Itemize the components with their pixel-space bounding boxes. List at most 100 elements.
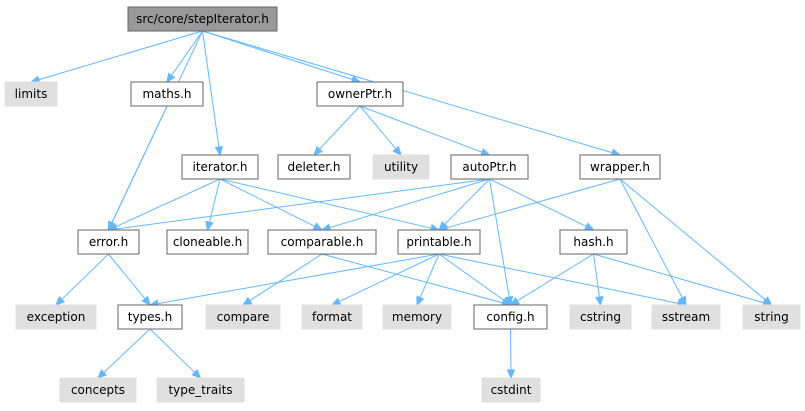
edge-hash-to-config [509, 253, 594, 306]
edge-root-to-limits [29, 30, 203, 84]
node-wrapper-h[interactable]: wrapper.h [579, 154, 661, 180]
node-config-h[interactable]: config.h [473, 304, 548, 330]
node-label: hash.h [573, 235, 613, 249]
node-error-h[interactable]: error.h [77, 229, 140, 255]
edge-line [419, 253, 440, 298]
edge-root-to-wrapper [202, 30, 622, 157]
node-iterator-h[interactable]: iterator.h [181, 154, 259, 180]
edge-line [219, 178, 432, 229]
arrowhead-icon [595, 295, 604, 307]
node-string: string [742, 304, 801, 330]
node-label: cstdint [491, 383, 532, 397]
node-label: string [754, 310, 788, 324]
node-hash-h[interactable]: hash.h [559, 229, 628, 255]
node-label: types.h [128, 310, 172, 324]
node-label: sstream [662, 310, 710, 324]
edge-root-to-ownerptr [202, 30, 362, 84]
edge-line [489, 178, 510, 298]
node-comparable-h[interactable]: comparable.h [267, 229, 377, 255]
edge-error-to-exception [55, 253, 109, 306]
edge-line [619, 178, 766, 301]
edge-config-to-cstdint [506, 328, 516, 380]
edge-line [208, 178, 221, 223]
node-label: cloneable.h [173, 235, 242, 249]
node-label: format [312, 310, 352, 324]
node-sstream: sstream [651, 304, 721, 330]
edge-printable-to-types [148, 253, 440, 308]
arrowhead-icon [97, 369, 108, 379]
edge-line [115, 178, 221, 228]
edge-line [319, 105, 361, 150]
node-label: error.h [89, 235, 128, 249]
edge-line [329, 178, 490, 229]
node-label: cstring [580, 310, 621, 324]
node-ownerptr-h[interactable]: ownerPtr.h [316, 81, 404, 107]
node-cloneable-h[interactable]: cloneable.h [166, 229, 249, 255]
edge-iterator-to-cloneable [205, 178, 221, 232]
edge-line [438, 253, 505, 301]
edge-line [517, 253, 594, 302]
node-types-h[interactable]: types.h [117, 304, 183, 330]
edge-line [157, 253, 440, 305]
edge-comparable-to-config [321, 253, 512, 307]
edge-types-to-concepts [97, 328, 151, 379]
edge-autoptr-to-config [489, 178, 514, 307]
edge-line [116, 178, 490, 230]
edge-ownerptr-to-deleter [313, 105, 361, 156]
edge-line [249, 253, 323, 302]
arrowhead-icon [506, 369, 516, 380]
edge-line [202, 30, 613, 154]
node-label: autoPtr.h [462, 160, 516, 174]
arrowhead-icon [480, 148, 491, 156]
node-label: type_traits [168, 383, 232, 397]
edge-line [619, 178, 683, 299]
node-maths-h[interactable]: maths.h [130, 81, 204, 107]
edge-printable-to-config [438, 253, 512, 306]
edge-error-to-types [108, 253, 151, 306]
node-exception: exception [15, 304, 97, 330]
node-label: limits [15, 87, 48, 101]
node-label: exception [27, 310, 86, 324]
edge-ownerptr-to-autoptr [359, 105, 491, 156]
edge-printable-to-format [330, 253, 440, 306]
node-format: format [301, 304, 363, 330]
node-label: concepts [71, 383, 125, 397]
node-label: compare [217, 310, 270, 324]
node-label: memory [392, 310, 442, 324]
node-cstring: cstring [569, 304, 632, 330]
edge-line [202, 30, 353, 81]
edge-line [108, 253, 146, 300]
node-autoptr-h[interactable]: autoPtr.h [450, 154, 529, 180]
edge-comparable-to-compare [241, 253, 323, 306]
edge-wrapper-to-printable [437, 178, 621, 232]
node-concepts: concepts [59, 377, 137, 403]
node-compare: compare [205, 304, 281, 330]
edge-line [593, 253, 600, 298]
edge-line [61, 253, 109, 300]
arrowhead-icon [141, 295, 151, 306]
node-label: wrapper.h [590, 160, 650, 174]
node-src-core-stepiterator-h[interactable]: src/core/stepIterator.h [127, 6, 278, 32]
node-label: printable.h [406, 235, 471, 249]
edge-line [103, 328, 151, 373]
arrowhead-icon [205, 220, 214, 232]
edge-root-to-iterator [202, 30, 224, 157]
node-printable-h[interactable]: printable.h [397, 229, 481, 255]
arrowhead-icon [312, 222, 324, 231]
edge-line [438, 253, 679, 304]
edge-line [219, 178, 316, 227]
node-deleter-h[interactable]: deleter.h [277, 154, 351, 180]
node-label: maths.h [142, 87, 191, 101]
node-type-traits: type_traits [156, 377, 245, 403]
edge-wrapper-to-sstream [619, 178, 687, 307]
node-label: comparable.h [281, 235, 364, 249]
edge-line [38, 30, 203, 81]
node-label: ownerPtr.h [328, 87, 392, 101]
node-label: src/core/stepIterator.h [136, 12, 269, 26]
edge-iterator-to-comparable [219, 178, 324, 231]
edge-line [444, 178, 490, 225]
edge-line [489, 178, 587, 227]
edge-line [359, 105, 397, 150]
node-utility: utility [372, 154, 430, 180]
